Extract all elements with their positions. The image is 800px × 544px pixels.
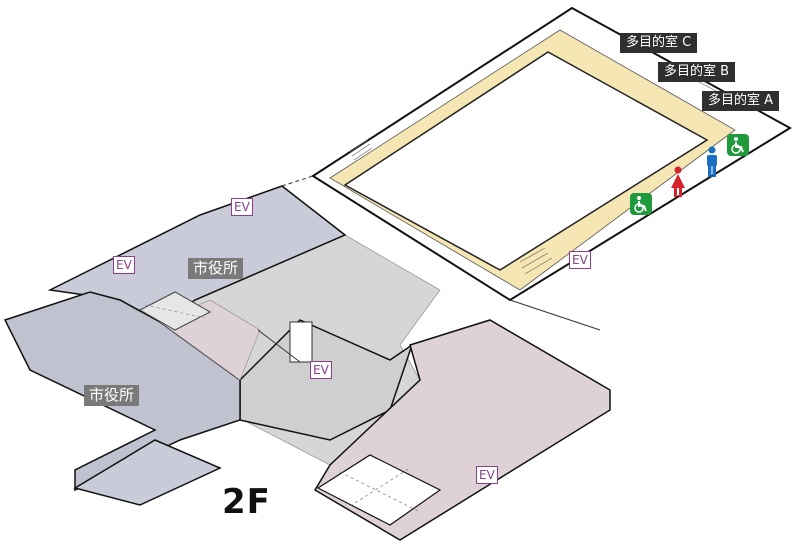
- elevator-label: EV: [310, 361, 332, 379]
- cross-line: [339, 471, 421, 513]
- elevator-label: EV: [113, 256, 135, 274]
- accessible-restroom-icon: [630, 193, 652, 215]
- walkway-edge: [509, 299, 601, 331]
- accessible-restroom-icon: [727, 134, 749, 156]
- lower-right-room: [316, 454, 442, 526]
- city-office-label: 市役所: [84, 385, 140, 406]
- void-area: [138, 291, 212, 331]
- floor-label: 2F: [222, 482, 271, 522]
- inner-courtyard: [343, 51, 709, 271]
- office-extension: [73, 439, 222, 506]
- elevator-label: EV: [569, 251, 591, 269]
- city-office-label: 市役所: [188, 258, 244, 279]
- room-label-c: 多目的室 C: [620, 33, 698, 53]
- stairwell: [289, 321, 313, 363]
- mens-restroom-icon: [705, 146, 719, 178]
- room-label-b: 多目的室 B: [658, 62, 736, 82]
- elevator-label: EV: [476, 466, 498, 484]
- central-floor: [239, 319, 414, 441]
- womens-restroom-icon: [670, 166, 686, 198]
- room-label-a: 多目的室 A: [702, 91, 780, 111]
- walkway-edge: [281, 175, 314, 187]
- elevator-label: EV: [231, 198, 253, 216]
- escalator: [257, 329, 301, 363]
- cross-line: [144, 304, 206, 319]
